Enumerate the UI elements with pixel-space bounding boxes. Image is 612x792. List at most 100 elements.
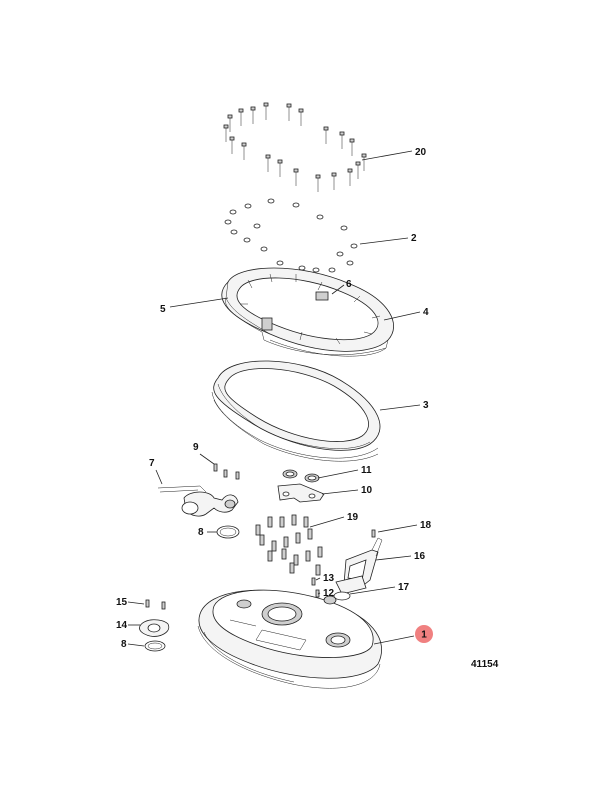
callout-label: 18	[420, 520, 432, 531]
callout-label: 3	[423, 400, 429, 411]
callout-leader	[375, 555, 412, 561]
callout-17[interactable]: 17	[349, 582, 410, 595]
bolt-head	[277, 159, 283, 164]
washer	[350, 243, 358, 249]
stud	[303, 516, 309, 528]
callout-label: 8	[121, 639, 127, 650]
washer	[244, 203, 252, 209]
stud	[295, 532, 301, 544]
stud	[267, 516, 273, 528]
bolt-head	[265, 154, 271, 159]
washer	[230, 229, 238, 235]
washer	[267, 198, 275, 204]
callout-leader	[379, 404, 421, 411]
mounting-ring-plate	[221, 267, 394, 357]
callout-11[interactable]: 11	[317, 465, 372, 479]
drawing-number: 41154	[471, 659, 499, 670]
washer	[316, 214, 324, 220]
washer	[340, 225, 348, 231]
callout-8a[interactable]: 8	[198, 527, 217, 538]
bolt-set	[223, 102, 367, 192]
stud	[305, 550, 311, 562]
washer	[260, 246, 268, 252]
callout-10[interactable]: 10	[321, 485, 373, 496]
bolt-head	[229, 136, 235, 141]
stud	[307, 528, 313, 540]
bracket-plate	[277, 469, 325, 503]
callout-leader	[373, 635, 415, 645]
callout-2[interactable]: 2	[359, 233, 417, 245]
bolt-head	[298, 108, 304, 113]
washer	[229, 209, 237, 215]
callout-leader	[383, 311, 421, 321]
stud	[317, 546, 323, 558]
washer	[312, 267, 320, 273]
callout-14[interactable]: 14	[116, 620, 140, 631]
callout-4[interactable]: 4	[383, 307, 429, 321]
callout-16[interactable]: 16	[375, 551, 426, 562]
stud	[279, 516, 285, 528]
bolt-head	[250, 106, 256, 111]
bolt-head	[349, 138, 355, 143]
bolt-head	[361, 153, 367, 158]
cover-plate-assembly	[139, 599, 170, 652]
callout-1[interactable]: 1	[373, 625, 433, 645]
callout-label: 6	[346, 279, 352, 290]
stud	[293, 554, 299, 566]
callout-label: 8	[198, 527, 204, 538]
bolt-head	[293, 168, 299, 173]
callout-label: 17	[398, 582, 410, 593]
callout-leader	[359, 237, 409, 245]
callout-label: 12	[323, 588, 335, 599]
callout-6[interactable]: 6	[331, 279, 352, 295]
callout-label: 13	[323, 573, 335, 584]
bolt-head	[286, 103, 292, 108]
callout-leader	[127, 643, 145, 647]
callout-7[interactable]: 7	[149, 458, 163, 485]
callout-20[interactable]: 20	[361, 147, 427, 161]
stud	[267, 550, 273, 562]
stud	[281, 548, 287, 560]
callout-label: 4	[423, 307, 429, 318]
washer	[276, 260, 284, 266]
callout-leader	[127, 601, 145, 605]
seal-gasket	[211, 360, 381, 462]
callout-leader	[361, 150, 413, 161]
washer	[292, 202, 300, 208]
stud	[289, 562, 295, 574]
bolt-head	[263, 102, 269, 107]
callout-label: 20	[415, 147, 427, 158]
callout-leader	[331, 284, 345, 295]
callout-label: 5	[160, 304, 166, 315]
stud	[315, 564, 321, 576]
callout-12[interactable]: 12	[317, 588, 335, 599]
bolt-head	[227, 114, 233, 119]
callout-8b[interactable]: 8	[121, 639, 145, 650]
callout-label: 2	[411, 233, 417, 244]
callout-label: 15	[116, 597, 128, 608]
stud	[259, 534, 265, 546]
callout-18[interactable]: 18	[377, 520, 432, 533]
callout-19[interactable]: 19	[309, 512, 359, 528]
callout-leader	[377, 524, 418, 533]
callout-leader	[321, 489, 359, 495]
callout-3[interactable]: 3	[379, 400, 429, 411]
callout-9[interactable]: 9	[193, 442, 215, 465]
stud	[255, 524, 261, 536]
callout-leader	[317, 592, 321, 595]
washer	[224, 219, 232, 225]
base-housing	[197, 589, 382, 689]
callout-5[interactable]: 5	[160, 297, 229, 315]
callout-label: 19	[347, 512, 359, 523]
bolt-head	[339, 131, 345, 136]
callout-15[interactable]: 15	[116, 597, 145, 608]
callout-leader	[309, 516, 345, 528]
bolt-head	[347, 168, 353, 173]
elbow-fitting	[157, 463, 240, 517]
stud	[283, 536, 289, 548]
callout-13[interactable]: 13	[315, 573, 335, 584]
bolt-head	[355, 161, 361, 166]
bolt-head	[315, 174, 321, 179]
callout-label: 1	[421, 630, 427, 641]
bolt-head	[331, 172, 337, 177]
